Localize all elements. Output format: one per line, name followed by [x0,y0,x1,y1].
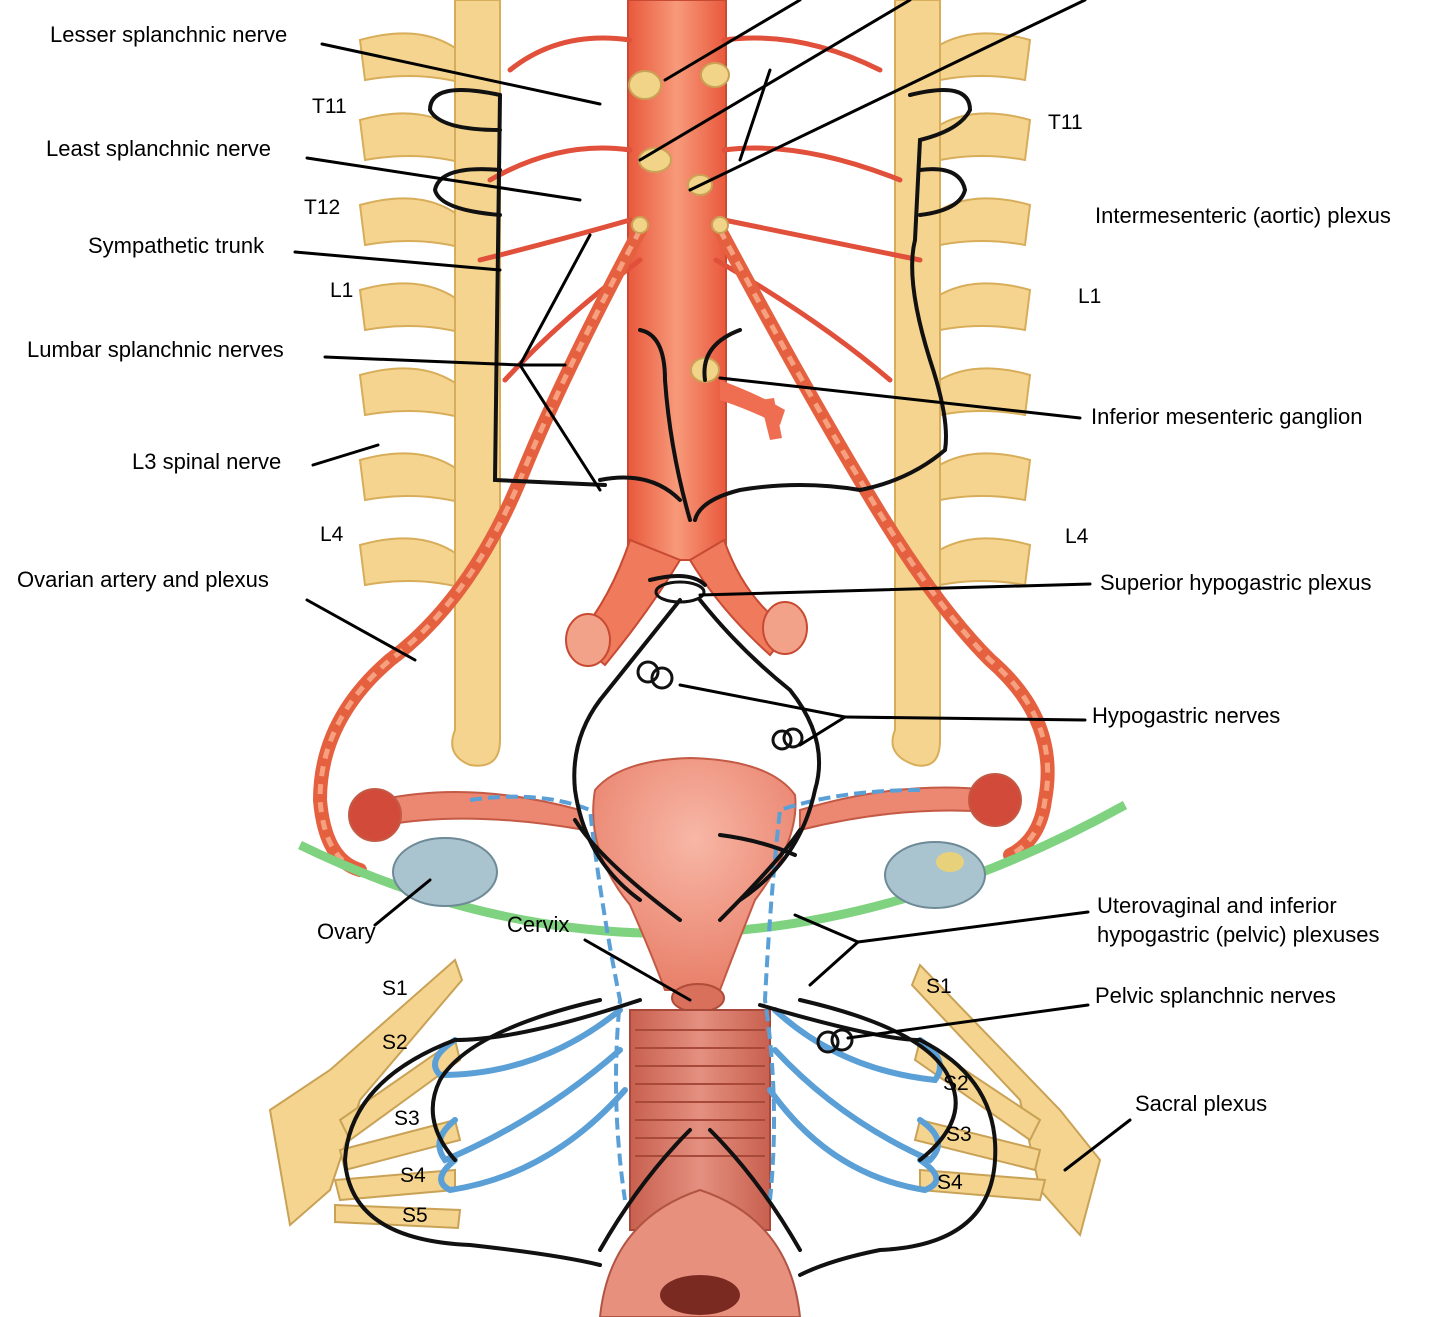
label-cervix: Cervix [507,912,569,937]
vaginal-orifice [660,1275,740,1315]
level-l4-left: L4 [320,523,344,546]
label-lesser-splanchnic-nerve: Lesser splanchnic nerve [50,22,287,47]
label-pelvic-splanchnic-nerves: Pelvic splanchnic nerves [1095,983,1336,1008]
label-inferior-mesenteric-ganglion: Inferior mesenteric ganglion [1091,404,1362,429]
level-t12-left: T12 [304,196,340,219]
spinal-nerve-roots-right [893,0,1031,766]
label-hypogastric-nerves: Hypogastric nerves [1092,703,1280,728]
sacral-plexus-right [912,965,1100,1235]
label-ovarian-artery-and-plexus: Ovarian artery and plexus [17,567,269,592]
label-uterovaginal-line-1: Uterovaginal and inferior [1097,893,1337,918]
label-sympathetic-trunk: Sympathetic trunk [88,233,265,258]
label-l3-spinal-nerve: L3 spinal nerve [132,449,281,474]
level-t11-right: T11 [1048,111,1083,134]
level-s4-left: S4 [400,1164,426,1187]
level-l4-right: L4 [1065,525,1089,548]
level-s1-right: S1 [926,975,952,998]
level-s1-left: S1 [382,977,408,1000]
level-s4-right: S4 [937,1171,963,1194]
spinal-nerve-roots-left [360,0,500,766]
ovary-right [885,842,985,908]
label-superior-hypogastric-plexus: Superior hypogastric plexus [1100,570,1371,595]
level-s3-right: S3 [946,1123,972,1146]
label-ovary: Ovary [317,919,376,944]
label-sacral-plexus: Sacral plexus [1135,1091,1267,1116]
label-intermesenteric-plexus: Intermesenteric (aortic) plexus [1095,203,1391,228]
label-uterovaginal-line-2: hypogastric (pelvic) plexuses [1097,922,1379,947]
level-l1-right: L1 [1078,285,1101,308]
label-lumbar-splanchnic-nerves: Lumbar splanchnic nerves [27,337,284,362]
cervix-os [672,984,724,1012]
level-l1-left: L1 [330,279,353,302]
label-least-splanchnic-nerve: Least splanchnic nerve [46,136,271,161]
level-s5-left: S5 [402,1204,428,1227]
level-s3-left: S3 [394,1107,420,1130]
level-t11-left: T11 [312,95,347,118]
level-s2-right: S2 [943,1072,969,1095]
level-s2-left: S2 [382,1031,408,1054]
